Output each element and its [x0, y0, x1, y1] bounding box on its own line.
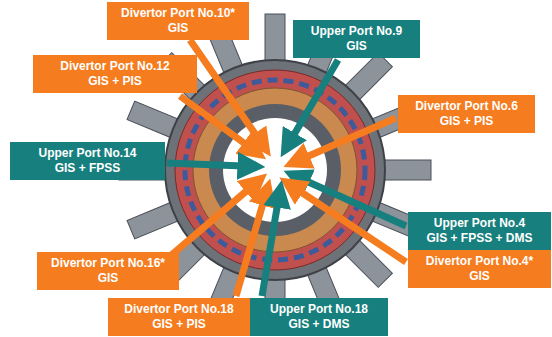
port-callout-box: Divertor Port No.6 GIS + PIS: [398, 95, 535, 133]
pointer-arrow: [180, 96, 248, 146]
pointer-arrow: [304, 118, 396, 158]
port-callout-box: Upper Port No.18 GIS + DMS: [250, 298, 388, 336]
port-callout-box: Upper Port No.4 GIS + FPSS + DMS: [408, 212, 551, 250]
callout-text: Upper Port No.4 GIS + FPSS + DMS: [423, 216, 537, 246]
port-callout-box: Divertor Port No.16* GIS: [37, 252, 179, 290]
port-callout-box: Divertor Port No.12 GIS + PIS: [33, 55, 197, 93]
cryostat-ring: [165, 60, 385, 280]
pointer-arrow: [298, 190, 406, 262]
port-callout-box: Divertor Port No.18 GIS + PIS: [108, 298, 250, 336]
port-callout-box: Divertor Port No.10* GIS: [107, 2, 249, 40]
callout-text: Upper Port No.9 GIS: [305, 24, 409, 54]
port-callout-box: Divertor Port No.4* GIS: [408, 250, 551, 288]
pointer-arrows: [167, 40, 406, 296]
port-callout-box: Upper Port No.14 GIS + FPSS: [10, 142, 165, 180]
callout-text: Divertor Port No.4* GIS: [421, 254, 539, 284]
callout-text: Divertor Port No.6 GIS + PIS: [410, 99, 524, 129]
callout-text: Upper Port No.18 GIS + DMS: [264, 302, 374, 332]
pointer-arrow: [190, 40, 258, 138]
pointer-arrow: [168, 188, 250, 258]
port-callout-box: Upper Port No.9 GIS: [293, 20, 420, 58]
callout-text: Divertor Port No.18 GIS + PIS: [118, 302, 240, 332]
pointer-arrow: [236, 200, 264, 296]
pointer-arrow: [167, 163, 243, 166]
pointer-arrow: [262, 202, 278, 296]
callout-text: Upper Port No.14 GIS + FPSS: [33, 146, 143, 176]
pointer-arrow: [292, 60, 338, 138]
callout-text: Divertor Port No.12 GIS + PIS: [54, 59, 176, 89]
callout-text: Divertor Port No.16* GIS: [45, 256, 171, 286]
callout-text: Divertor Port No.10* GIS: [115, 6, 241, 36]
